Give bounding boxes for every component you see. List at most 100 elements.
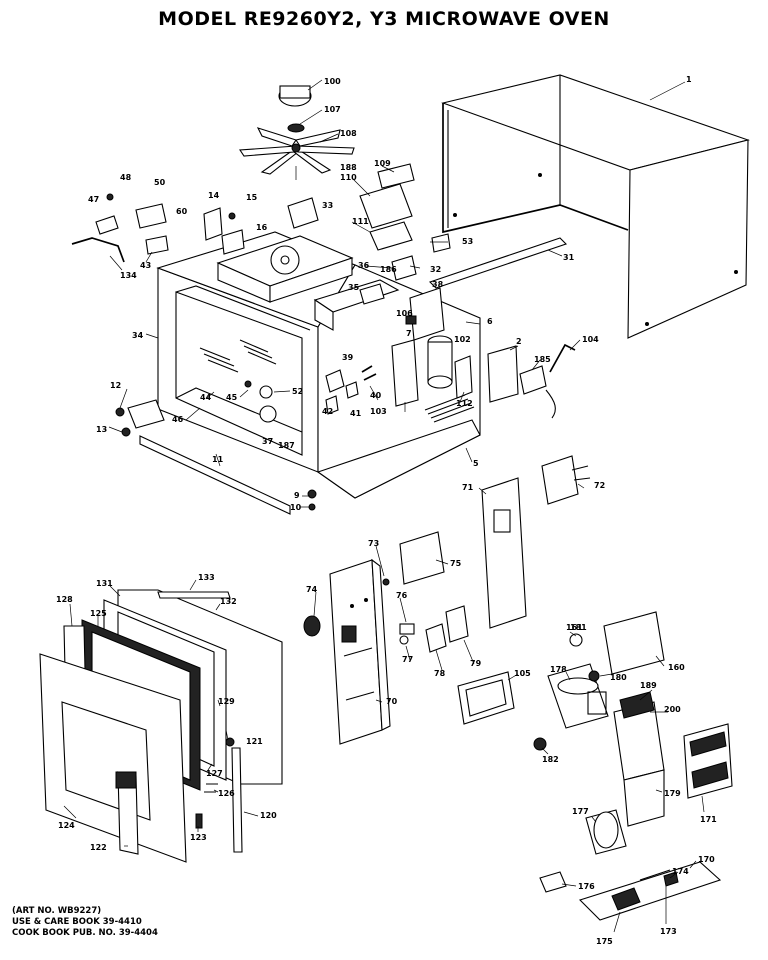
callout-189: 189 (640, 681, 657, 690)
callout-103: 103 (370, 407, 387, 416)
callout-16: 16 (256, 223, 268, 232)
callout-124: 124 (58, 821, 75, 830)
callout-127: 127 (206, 769, 223, 778)
callout-39: 39 (342, 353, 354, 362)
use-care-book: USE & CARE BOOK 39-4410 (12, 917, 142, 927)
callout-186: 186 (380, 265, 397, 274)
callout-75: 75 (450, 559, 462, 568)
callout-36: 36 (358, 261, 370, 270)
callout-53: 53 (462, 237, 473, 246)
callout-34: 34 (132, 331, 144, 340)
callout-106: 106 (396, 309, 413, 318)
callout-120: 120 (260, 811, 277, 820)
callout-102: 102 (454, 335, 471, 344)
callout-171: 171 (700, 815, 717, 824)
callout-7: 7 (406, 329, 412, 338)
callout-110: 110 (340, 173, 357, 182)
outer-cabinet (441, 74, 750, 339)
callout-50: 50 (154, 178, 166, 187)
callout-180: 180 (610, 673, 627, 682)
callout-1: 1 (686, 75, 692, 84)
callout-79: 79 (470, 659, 482, 668)
callout-188: 188 (340, 163, 357, 172)
callout-161: 161 (566, 623, 583, 632)
callout-labels: 1 2 5 6 7 9 10 11 12 13 14 15 16 31 32 3… (56, 75, 717, 946)
callout-185: 185 (534, 355, 551, 364)
callout-121: 121 (246, 737, 263, 746)
callout-178: 178 (550, 665, 567, 674)
callout-37: 37 (262, 437, 273, 446)
callout-109: 109 (374, 159, 391, 168)
callout-10: 10 (290, 503, 302, 512)
callout-125: 125 (90, 609, 107, 618)
callout-200: 200 (664, 705, 681, 714)
callout-133: 133 (198, 573, 215, 582)
control-panel-assembly (303, 455, 591, 745)
callout-181: 181 (570, 623, 587, 632)
callout-77: 77 (402, 655, 413, 664)
callout-6: 6 (487, 317, 493, 326)
callout-38: 38 (432, 280, 444, 289)
callout-134: 134 (120, 271, 137, 280)
callout-78: 78 (434, 669, 446, 678)
callout-73: 73 (368, 539, 379, 548)
callout-122: 122 (90, 843, 107, 852)
callout-52: 52 (292, 387, 303, 396)
callout-35: 35 (348, 283, 360, 292)
callout-9: 9 (294, 491, 300, 500)
callout-13: 13 (96, 425, 107, 434)
callout-48: 48 (120, 173, 132, 182)
callout-2: 2 (516, 337, 522, 346)
callout-5: 5 (473, 459, 479, 468)
callout-112: 112 (456, 399, 473, 408)
stirrer-fan-assembly (239, 85, 355, 175)
diagram-title: MODEL RE9260Y2, Y3 MICROWAVE OVEN (158, 8, 610, 30)
callout-128: 128 (56, 595, 73, 604)
callout-47: 47 (88, 195, 99, 204)
callout-100: 100 (324, 77, 341, 86)
callout-170: 170 (698, 855, 715, 864)
callout-40: 40 (370, 391, 382, 400)
callout-160: 160 (668, 663, 685, 672)
callout-174: 174 (672, 867, 689, 876)
callout-111: 111 (352, 217, 369, 226)
callout-33: 33 (322, 201, 333, 210)
callout-70: 70 (386, 697, 398, 706)
art-number: (ART NO. WB9227) (12, 906, 102, 916)
callout-129: 129 (218, 697, 235, 706)
callout-41: 41 (350, 409, 362, 418)
callout-173: 173 (660, 927, 677, 936)
oven-chassis (139, 231, 568, 515)
small-parts-left (71, 193, 245, 263)
callout-132: 132 (220, 597, 237, 606)
diagram-footer: (ART NO. WB9227) USE & CARE BOOK 39-4410… (12, 906, 158, 939)
callout-131: 131 (96, 579, 113, 588)
callout-105: 105 (514, 669, 531, 678)
door-assembly (39, 589, 283, 863)
callout-108: 108 (340, 129, 357, 138)
callout-176: 176 (578, 882, 595, 891)
callout-11: 11 (212, 455, 224, 464)
cook-book-pub: COOK BOOK PUB. NO. 39-4404 (12, 928, 158, 938)
cavity-vent-slots (199, 339, 277, 373)
callout-187: 187 (278, 441, 295, 450)
callout-43: 43 (140, 261, 151, 270)
callout-44: 44 (200, 393, 212, 402)
callout-32: 32 (430, 265, 441, 274)
callout-107: 107 (324, 105, 341, 114)
callout-177: 177 (572, 807, 589, 816)
callout-182: 182 (542, 755, 559, 764)
callout-60: 60 (176, 207, 188, 216)
callout-72: 72 (594, 481, 605, 490)
callout-179: 179 (664, 789, 681, 798)
callout-74: 74 (306, 585, 318, 594)
latch-parts (115, 399, 317, 511)
callout-71: 71 (462, 483, 474, 492)
callout-14: 14 (208, 191, 220, 200)
callout-31: 31 (563, 253, 575, 262)
callout-104: 104 (582, 335, 599, 344)
callout-126: 126 (218, 789, 235, 798)
magnetron-transformer-area (457, 611, 733, 921)
top-chassis-parts (287, 163, 451, 341)
